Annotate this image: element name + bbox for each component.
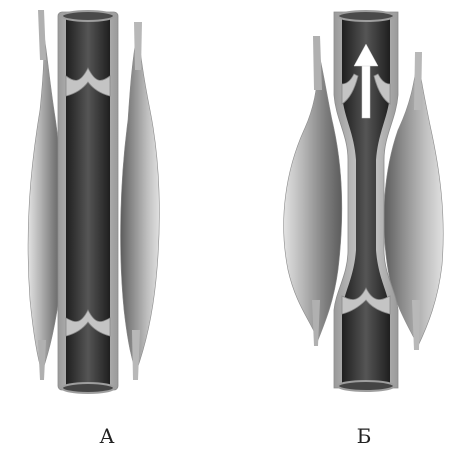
panel-b (284, 11, 444, 391)
panel-label-b: Б (344, 424, 384, 448)
muscle-a-left-tail-top (38, 10, 46, 60)
vein-a-top-opening (62, 11, 114, 21)
vein-a-bottom-opening (62, 383, 114, 393)
muscle-b-right-tail-bottom (412, 300, 420, 350)
muscle-a-right-tail-bottom (132, 330, 140, 380)
panel-a (28, 10, 159, 393)
vein-b-bottom-opening (338, 381, 394, 391)
muscle-a-right (121, 28, 160, 372)
muscle-b-right-tail-top (414, 52, 422, 110)
muscle-b-left-tail-top (313, 36, 322, 90)
muscle-a-left-tail-bottom (38, 340, 46, 380)
muscle-a-right-tail-top (134, 22, 142, 70)
panel-label-a: А (87, 424, 127, 448)
muscle-b-left-tail-bottom (312, 300, 320, 346)
muscle-b-left (284, 40, 342, 340)
vein-b-top-opening (338, 11, 394, 21)
